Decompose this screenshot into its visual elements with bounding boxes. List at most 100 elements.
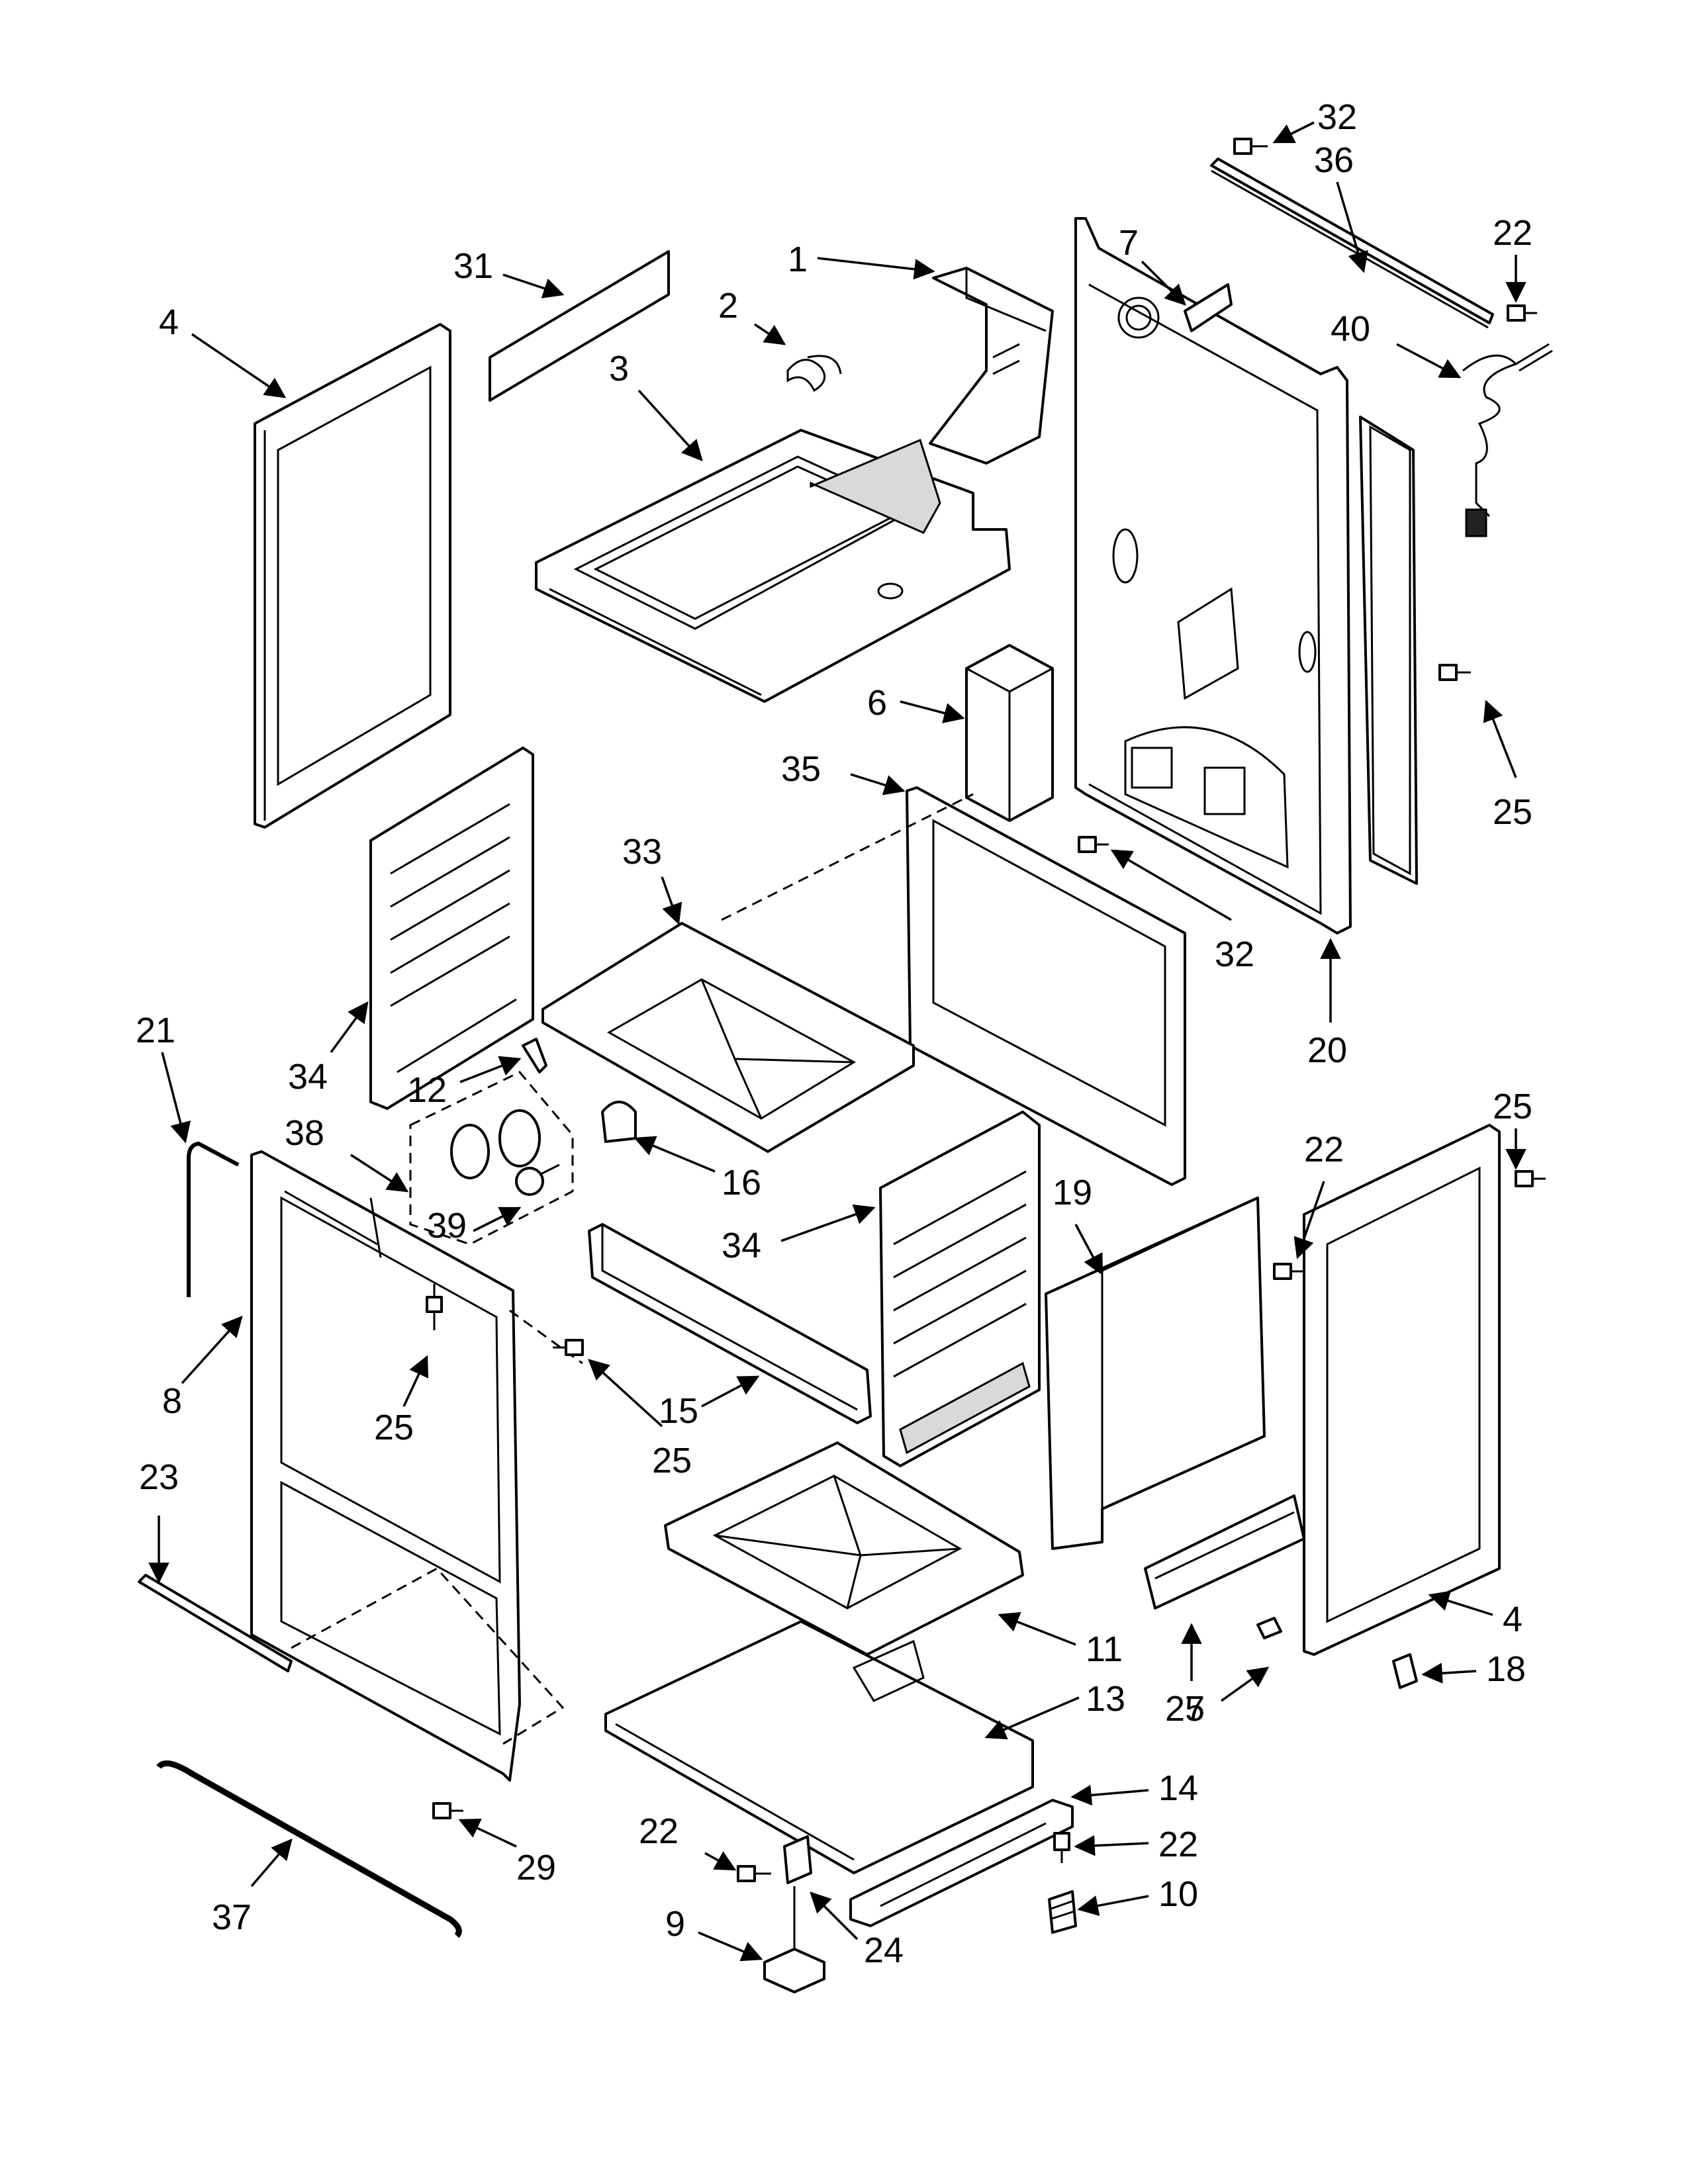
side-panel-right-part xyxy=(1303,1124,1501,1656)
gasket-part-21 xyxy=(187,1141,240,1297)
callout-14: 14 xyxy=(1158,1768,1198,1808)
screw-part-25a xyxy=(1438,664,1471,681)
callout-5: 5 xyxy=(1185,1689,1205,1729)
leader-31 xyxy=(502,273,565,298)
leader-25c xyxy=(588,1359,663,1428)
leader-21 xyxy=(161,1052,191,1144)
callout-32: 32 xyxy=(1215,934,1254,974)
callout-18: 18 xyxy=(1486,1649,1526,1689)
leader-11 xyxy=(998,1612,1076,1646)
leader-8 xyxy=(181,1316,243,1385)
callout-32: 32 xyxy=(1317,97,1357,137)
leader-12 xyxy=(459,1056,522,1083)
vent-duct-part xyxy=(929,267,1054,465)
leader-36 xyxy=(1336,181,1368,273)
callout-40: 40 xyxy=(1331,309,1370,349)
dashed-guide-33-35 xyxy=(721,793,974,921)
leader-39 xyxy=(473,1206,522,1232)
leader-32b xyxy=(1110,849,1232,921)
screw-part-32b xyxy=(1078,836,1109,853)
leader-34b xyxy=(780,1204,876,1242)
callout-21: 21 xyxy=(136,1011,175,1050)
leveling-foot-part xyxy=(763,1886,825,1993)
bracket-part-7 xyxy=(1184,283,1233,332)
callout-27: 27 xyxy=(1165,1689,1205,1729)
callout-25: 25 xyxy=(652,1441,692,1480)
callout-16: 16 xyxy=(722,1163,761,1203)
callout-2: 2 xyxy=(718,286,738,326)
leader-25b xyxy=(402,1355,429,1407)
callout-22: 22 xyxy=(1493,213,1532,253)
screw-part-22a xyxy=(1507,304,1537,322)
label-strip-part xyxy=(489,250,670,402)
side-shield-part xyxy=(1045,1197,1266,1550)
screw-part-22d xyxy=(1053,1832,1070,1863)
callout-11: 11 xyxy=(1086,1629,1123,1669)
rack-side-right-part xyxy=(879,1111,1041,1467)
leader-22c xyxy=(704,1851,737,1871)
leader-6 xyxy=(900,700,965,723)
front-rail-part xyxy=(849,1799,1074,1927)
callout-31: 31 xyxy=(453,246,493,286)
callout-6: 6 xyxy=(867,683,887,723)
callout-13: 13 xyxy=(1086,1679,1125,1719)
screw-part-25c xyxy=(553,1339,584,1356)
leader-25a xyxy=(1483,700,1517,778)
callout-39: 39 xyxy=(427,1206,467,1246)
screw-part-25d xyxy=(1515,1170,1546,1187)
leader-5 xyxy=(1220,1666,1270,1702)
leader-4a xyxy=(191,333,287,398)
leader-18 xyxy=(1421,1662,1477,1684)
leader-29 xyxy=(458,1819,517,1848)
base-pan-part xyxy=(604,1620,1034,1874)
screw-part-22b xyxy=(1273,1263,1307,1280)
support-bar-part xyxy=(1210,158,1494,329)
leader-lines xyxy=(148,121,1526,1962)
leader-22d xyxy=(1074,1835,1149,1856)
callout-34: 34 xyxy=(722,1226,761,1265)
foot-part-10 xyxy=(1048,1890,1077,1934)
callout-34: 34 xyxy=(288,1057,328,1097)
leader-1 xyxy=(817,257,935,280)
trim-strip-part xyxy=(138,1574,293,1672)
leader-35 xyxy=(850,773,906,796)
front-frame-part xyxy=(250,1150,521,1782)
callout-22: 22 xyxy=(1304,1130,1344,1169)
leader-16 xyxy=(633,1136,716,1173)
insulation-block-part xyxy=(965,644,1054,822)
callout-9: 9 xyxy=(665,1904,685,1944)
screw-part-22c xyxy=(737,1865,771,1882)
callout-8: 8 xyxy=(162,1381,182,1421)
callout-37: 37 xyxy=(212,1897,252,1937)
oven-bottom-part xyxy=(541,922,915,1153)
callout-15: 15 xyxy=(659,1391,698,1431)
callout-3: 3 xyxy=(609,349,629,388)
clip-part-12 xyxy=(522,1038,547,1073)
callout-1: 1 xyxy=(788,240,808,279)
dashed-guide-8b xyxy=(291,1567,565,1745)
leader-7 xyxy=(1141,260,1186,306)
leader-37 xyxy=(250,1839,293,1888)
knob-group-part xyxy=(409,1071,574,1246)
callout-7: 7 xyxy=(1119,223,1139,263)
callout-25: 25 xyxy=(1493,792,1532,832)
screw-part-29 xyxy=(432,1802,463,1819)
back-panel-part xyxy=(1074,217,1418,934)
callout-4: 4 xyxy=(1503,1600,1523,1639)
leader-3 xyxy=(637,389,703,461)
callout-22: 22 xyxy=(639,1811,679,1851)
callout-10: 10 xyxy=(1158,1874,1198,1914)
callout-labels: 1 2 3 4 4 5 6 7 8 9 10 11 12 13 14 15 16… xyxy=(136,97,1532,1970)
callout-24: 24 xyxy=(864,1931,904,1970)
callout-29: 29 xyxy=(516,1848,556,1888)
leader-32a xyxy=(1272,121,1315,144)
oven-front-frame-part xyxy=(906,786,1186,1186)
bracket-part-27 xyxy=(1144,1494,1305,1610)
leader-4b xyxy=(1428,1590,1493,1616)
callout-33: 33 xyxy=(622,832,662,872)
gasket-part-37 xyxy=(156,1760,462,1938)
screw-part-32a xyxy=(1233,138,1268,155)
leader-22b xyxy=(1293,1181,1325,1259)
clip-part-18 xyxy=(1392,1653,1418,1689)
